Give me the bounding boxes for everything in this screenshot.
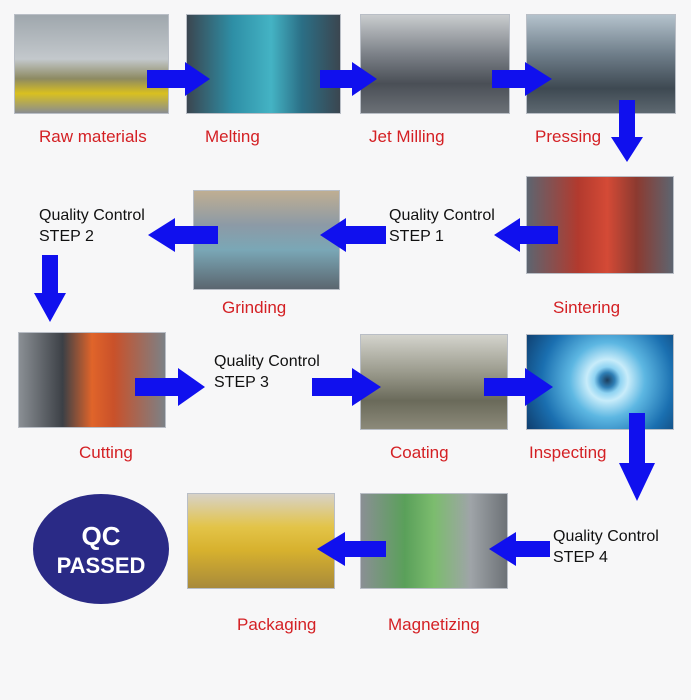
qc-step-2-number: STEP 2 [39,228,94,245]
sintering-label: Sintering [553,298,621,317]
quality-control-step-4: Quality Control STEP 4 [553,526,659,568]
arrow-sintering-to-qc1 [494,218,558,252]
quality-control-step-2: Quality Control STEP 2 [39,205,145,247]
inspecting-label: Inspecting [529,443,607,462]
arrow-inspecting-to-qc4 [619,413,655,501]
arrow-qc3-to-coating [312,368,381,406]
badge-line-1: QC [82,521,121,551]
quality-control-step-1: Quality Control STEP 1 [389,205,495,247]
arrow-qc2-to-cutting [34,255,66,322]
raw-materials-photo [14,14,169,114]
arrow-jet-milling-to-pressing [492,62,552,96]
sintering-photo [526,176,674,274]
arrow-cutting-to-qc3 [135,368,205,406]
arrow-grinding-to-qc2 [148,218,218,252]
arrow-qc4-to-magnetizing [489,532,550,566]
pressing-label: Pressing [535,127,602,146]
packaging-photo [187,493,335,589]
arrow-pressing-to-sintering [611,100,643,162]
cutting-label: Cutting [79,443,133,462]
coating-label: Coating [390,443,449,462]
packaging-label: Packaging [237,615,317,634]
raw-materials-label: Raw materials [39,127,147,146]
quality-control-step-3: Quality Control STEP 3 [214,351,320,393]
coating-photo [360,334,508,430]
jet-milling-photo [360,14,510,114]
grinding-label: Grinding [222,298,287,317]
qc-step-1-number: STEP 1 [389,228,444,245]
melting-label: Melting [205,127,260,146]
qc-step-4-title: Quality Control [553,528,659,545]
qc-step-4-number: STEP 4 [553,549,608,566]
arrow-magnetizing-to-packaging [317,532,386,566]
qc-step-2-title: Quality Control [39,207,145,224]
arrow-raw-to-melting [147,62,210,96]
qc-step-1-title: Quality Control [389,207,495,224]
pressing-photo [526,14,676,114]
qc-step-3-number: STEP 3 [214,374,269,391]
badge-ellipse [33,494,169,604]
melting-photo [186,14,341,114]
qc-passed-badge: QC PASSED [33,494,169,604]
badge-line-2: PASSED [57,553,146,578]
magnetizing-label: Magnetizing [388,615,480,634]
jet-milling-label: Jet Milling [369,127,445,146]
arrow-qc1-to-grinding [320,218,386,252]
arrow-coating-to-inspecting [484,368,553,406]
arrow-group [34,62,655,566]
qc-step-3-title: Quality Control [214,353,320,370]
arrow-melting-to-jet-milling [320,62,377,96]
